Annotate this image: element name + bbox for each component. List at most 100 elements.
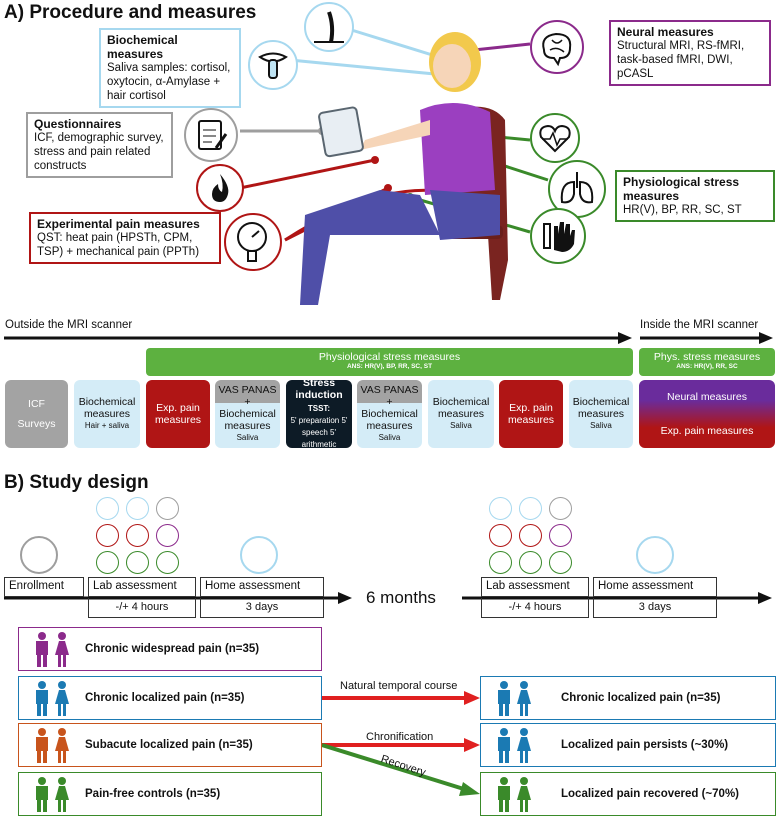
mri-measures-box: Neural measures Exp. pain measures — [639, 380, 775, 448]
lungs-icon — [519, 551, 542, 574]
group-label: Chronic localized pain (n=35) — [561, 692, 721, 704]
neural-measures-box: Neural measures Structural MRI, RS-fMRI,… — [609, 20, 771, 86]
heat-flame-icon — [196, 164, 244, 212]
home-sub-2: 3 days — [638, 601, 672, 613]
box8-title: Biochemical measures — [572, 396, 630, 420]
questionnaires-box: Questionnaires ICF, demographic survey, … — [26, 112, 173, 178]
lab-assessment-box: Lab assessment — [88, 577, 196, 597]
box2-title: Exp. pain measures — [154, 402, 202, 426]
group-label: Localized pain persists (~30%) — [561, 739, 729, 751]
section-b-title: B) Study design — [4, 472, 149, 493]
phys-bar2-title: Phys. stress measures — [653, 351, 761, 363]
physiological-measures-box: Physiological stress measures HR(V), BP,… — [615, 170, 775, 222]
physiological-stress-bar: Physiological stress measures ANS: HR(V)… — [146, 348, 633, 376]
mri-top: Neural measures — [667, 391, 747, 403]
mri-bottom: Exp. pain measures — [660, 425, 754, 437]
heart-rate-icon — [489, 551, 512, 574]
procedure-illustration — [239, 26, 549, 305]
lab-sub-box-2 — [481, 598, 589, 618]
exp-pain-box-1: Exp. pain measures — [146, 380, 210, 448]
box3-sub: Saliva — [236, 433, 259, 442]
home-saliva-tube-icon — [240, 536, 278, 574]
skin-conductance-hand-icon — [549, 551, 572, 574]
biochemical-text: Saliva samples: cortisol, oxytocin, α-Am… — [107, 62, 231, 102]
box3-title: VAS PANAS + Biochemical measures — [218, 384, 277, 432]
group-label: Subacute localized pain (n=35) — [85, 739, 253, 751]
box0-sub: Surveys — [17, 418, 56, 430]
heat-flame-icon — [489, 524, 512, 547]
heart-rate-icon — [96, 551, 119, 574]
home-assessment-box: Home assessment — [200, 577, 324, 597]
box8-sub: Saliva — [590, 421, 612, 430]
chronification-label: Chronification — [366, 731, 434, 743]
lab-sub-2: -/+ 4 hours — [508, 601, 562, 613]
questionnaire-icon — [156, 497, 179, 520]
box5-sub: Saliva — [378, 433, 401, 442]
enrollment-questionnaire-icon — [20, 536, 58, 574]
pain-text: QST: heat pain (HPSTh, CPM, TSP) + mecha… — [37, 232, 200, 258]
lab-assessment-box-2: Lab assessment — [481, 577, 589, 597]
enrollment-box: Enrollment — [4, 577, 84, 597]
saliva-tube-icon — [489, 497, 512, 520]
timeline-arrow — [4, 332, 773, 344]
pain-title: Experimental pain measures — [37, 217, 200, 231]
group-label: Pain-free controls (n=35) — [85, 788, 221, 800]
biochemical-box-2: Biochemical measures Saliva — [428, 380, 494, 448]
phys-bar-title: Physiological stress measures — [318, 351, 461, 363]
home-assessment-box-2: Home assessment — [593, 577, 717, 597]
biochemical-measures-box: Biochemical measures Saliva samples: cor… — [99, 28, 241, 108]
group-right-chronic: Chronic localized pain (n=35) — [480, 676, 776, 720]
group-right-recovered: Localized pain recovered (~70%) — [480, 772, 776, 816]
group-label: Localized pain recovered (~70%) — [561, 788, 739, 800]
pressure-algometer-icon — [519, 524, 542, 547]
outside-mri-label: Outside the MRI scanner — [5, 319, 133, 331]
phys-bar2-sub: ANS: HR(V), RR, SC — [676, 363, 738, 370]
inside-mri-label: Inside the MRI scanner — [640, 319, 759, 331]
questionnaire-icon — [549, 497, 572, 520]
box4-title: Stress induction — [295, 377, 343, 401]
box4-sub: TSST: — [307, 404, 331, 413]
six-months-label: 6 months — [366, 588, 436, 607]
neural-title: Neural measures — [617, 25, 714, 39]
stress-induction-box: Stress induction TSST: 5' preparation 5'… — [286, 377, 352, 449]
home-saliva-tube-icon-2 — [636, 536, 674, 574]
icf-surveys-box: ICF Surveys — [5, 380, 68, 448]
lab-icons-cluster-2 — [487, 497, 579, 575]
box1-title: Biochemical measures — [78, 396, 136, 420]
home-sub-box-2 — [593, 598, 717, 618]
saliva-tube-icon — [248, 40, 298, 90]
group-label: Chronic localized pain (n=35) — [85, 692, 245, 704]
questionnaires-title: Questionnaires — [34, 117, 122, 131]
vas-panas-box-1: VAS PANAS + Biochemical measures Saliva — [215, 380, 280, 448]
pain-measures-box: Experimental pain measures QST: heat pai… — [29, 212, 221, 264]
transition-arrows — [322, 691, 480, 796]
people-icon — [495, 680, 535, 716]
box0-title: ICF — [28, 398, 45, 410]
phys-stress-bar-mri: Phys. stress measures ANS: HR(V), RR, SC — [639, 348, 775, 376]
people-icon — [33, 727, 73, 763]
section-a-title: A) Procedure and measures — [4, 2, 257, 23]
home-sub: 3 days — [245, 601, 279, 613]
group-pain-free: Pain-free controls (n=35) — [18, 772, 322, 816]
physiological-title: Physiological stress measures — [623, 175, 740, 203]
people-icon — [495, 776, 535, 812]
box6-sub: Saliva — [450, 421, 472, 430]
box6-title: Biochemical measures — [432, 396, 490, 420]
brain-icon — [156, 524, 179, 547]
box5-title: VAS PANAS + Biochemical measures — [360, 384, 419, 432]
pressure-algometer-icon — [224, 213, 282, 271]
questionnaire-icon — [184, 108, 238, 162]
natural-course-label: Natural temporal course — [340, 680, 458, 692]
vas-panas-box-2: VAS PANAS + Biochemical measures Saliva — [357, 380, 422, 448]
heat-flame-icon — [96, 524, 119, 547]
group-chronic-localized: Chronic localized pain (n=35) — [18, 676, 322, 720]
box4-detail: 5' preparation 5' speech 5' arithmetic — [290, 416, 348, 449]
study-timeline-arrow — [4, 592, 772, 604]
saliva-tube-icon — [96, 497, 119, 520]
box1-sub: Hair + saliva — [84, 421, 130, 430]
people-icon — [33, 680, 73, 716]
people-icon — [33, 631, 73, 667]
physiological-text: HR(V), BP, RR, SC, ST — [623, 204, 742, 216]
group-chronic-widespread: Chronic widespread pain (n=35) — [18, 627, 322, 671]
group-label: Chronic widespread pain (n=35) — [85, 643, 260, 655]
